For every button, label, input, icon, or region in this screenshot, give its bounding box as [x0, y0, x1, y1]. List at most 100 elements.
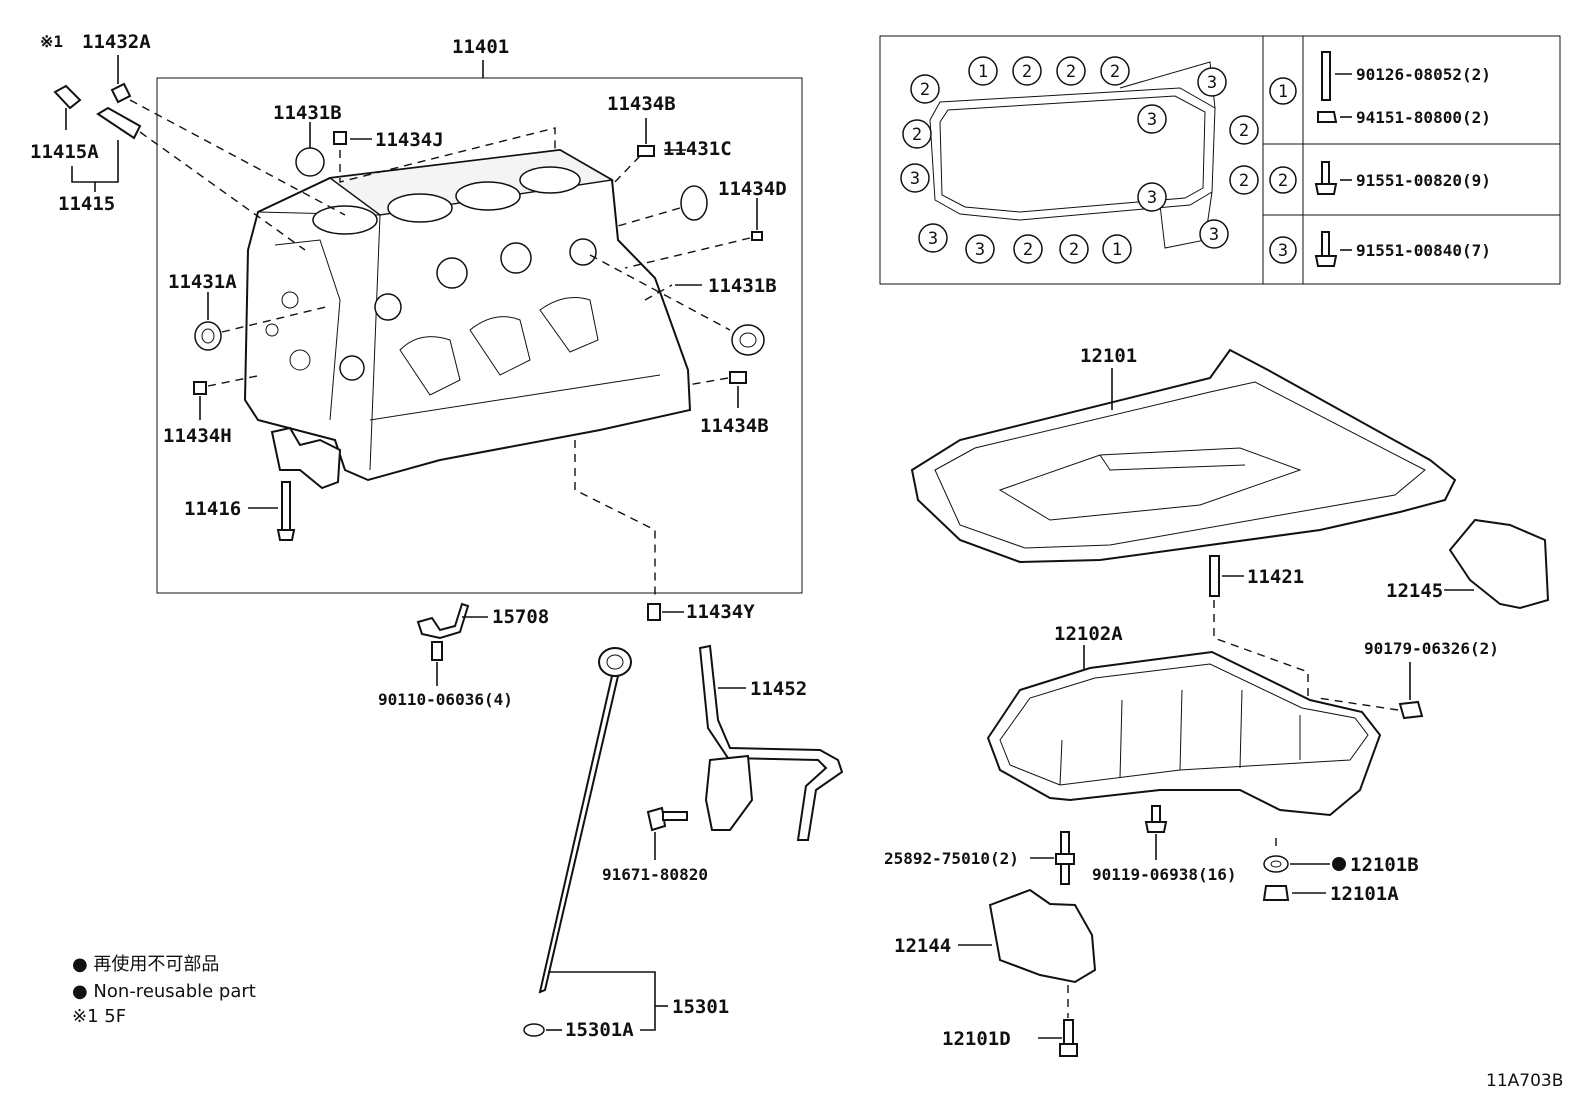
bolt-table-row-3-part-1: 91551-00840(7) — [1356, 241, 1491, 260]
oil-pan-12101-illustration — [910, 348, 1457, 564]
cylinder-block-group-frame — [156, 77, 803, 594]
svg-text:1: 1 — [978, 62, 988, 82]
label-11431C: 11431C — [663, 138, 732, 160]
label-90179: 90179-06326(2) — [1364, 639, 1499, 658]
label-90119: 90119-06938(16) — [1092, 865, 1237, 884]
label-11431B-top: 11431B — [273, 102, 342, 124]
label-91671: 91671-80820 — [602, 865, 708, 884]
part-11432A-illustration — [110, 82, 132, 104]
svg-text:3: 3 — [1147, 110, 1157, 130]
plug-11431B-top — [295, 147, 325, 177]
label-11434J: 11434J — [375, 129, 444, 151]
bolt-table-row-1-num: 1 — [1278, 82, 1288, 102]
svg-text:2: 2 — [1023, 240, 1033, 260]
label-11431A: 11431A — [168, 271, 237, 293]
stud-25892 — [1055, 831, 1075, 885]
baffle-12145-illustration — [1448, 518, 1550, 610]
svg-text:2: 2 — [1069, 240, 1079, 260]
note-marker-1: ※1 — [40, 32, 63, 51]
bearing-cap-illustration — [270, 426, 342, 490]
pattern-circles: 1 2 2 2 2 2 3 3 3 2 2 1 3 3 2 2 3 3 — [900, 56, 1259, 264]
bolt-table-row-1-part-1: 90126-08052(2) — [1356, 65, 1491, 84]
label-11434H: 11434H — [163, 425, 232, 447]
svg-text:2: 2 — [912, 125, 922, 145]
nut-90179 — [1398, 700, 1424, 720]
label-11434Y: 11434Y — [686, 601, 755, 623]
label-11415: 11415 — [58, 193, 115, 215]
label-11434B-top: 11434B — [607, 93, 676, 115]
label-11421: 11421 — [1247, 566, 1304, 588]
non-reusable-dot-icon — [1332, 857, 1346, 871]
legend-note: ※1 5F — [72, 1006, 126, 1027]
pin-11434B-top — [637, 145, 655, 157]
pattern-pan-outline — [929, 87, 1216, 221]
legend: ● 再使用不可部品 ● Non-reusable part ※1 5F — [72, 954, 256, 1027]
label-15301A: 15301A — [565, 1019, 634, 1041]
bolt-11416 — [281, 481, 291, 531]
svg-text:3: 3 — [1209, 225, 1219, 245]
label-11452: 11452 — [750, 678, 807, 700]
svg-text:3: 3 — [1207, 73, 1217, 93]
label-11434B-right: 11434B — [700, 415, 769, 437]
label-11431B-right: 11431B — [708, 275, 777, 297]
bolt-12101D — [1059, 1019, 1078, 1057]
svg-text:2: 2 — [1066, 62, 1076, 82]
plug-12101A — [1262, 885, 1290, 901]
part-11415-illustration — [96, 106, 142, 140]
legend-jp: ● 再使用不可部品 — [72, 954, 219, 975]
svg-text:1: 1 — [1112, 240, 1122, 260]
bolt-table-row-1-part-2: 94151-80800(2) — [1356, 108, 1491, 127]
pin-11434H — [193, 381, 207, 395]
bolt-table-row-2-part-1: 91551-00820(9) — [1356, 171, 1491, 190]
gasket-12101B — [1263, 855, 1289, 873]
cylinder-block-illustration — [243, 148, 692, 482]
label-12101: 12101 — [1080, 345, 1137, 367]
dipstick-15301-illustration — [538, 647, 632, 994]
stud-11421 — [1209, 555, 1220, 597]
pin-11434Y — [647, 603, 661, 621]
svg-text:3: 3 — [928, 229, 938, 249]
svg-text:3: 3 — [910, 169, 920, 189]
pin-11434D — [751, 231, 763, 241]
label-12101B: 12101B — [1350, 854, 1419, 876]
illustration-code: 11A703B — [1486, 1071, 1563, 1091]
label-12101D: 12101D — [942, 1028, 1011, 1050]
label-11416: 11416 — [184, 498, 241, 520]
bolt-pattern-frame — [879, 35, 1561, 285]
svg-text:2: 2 — [1110, 62, 1120, 82]
ring-15301A — [523, 1023, 545, 1037]
svg-text:2: 2 — [1239, 171, 1249, 191]
part-11415A-illustration — [53, 84, 82, 110]
label-90110: 90110-06036(4) — [378, 690, 513, 709]
part-15708-illustration — [416, 602, 470, 640]
bolt-91671 — [646, 806, 688, 832]
label-11415A: 11415A — [30, 141, 99, 163]
label-15301: 15301 — [672, 996, 729, 1018]
svg-text:2: 2 — [1239, 121, 1249, 141]
bolt-90119 — [1144, 805, 1168, 833]
svg-text:3: 3 — [1147, 188, 1157, 208]
bolt-table-row-3-num: 3 — [1278, 241, 1288, 261]
svg-text:2: 2 — [1022, 62, 1032, 82]
label-12144: 12144 — [894, 935, 951, 957]
dipstick-tube-11452-illustration — [698, 644, 844, 841]
label-11434D: 11434D — [718, 178, 787, 200]
label-11401: 11401 — [452, 36, 509, 58]
bolt-table-row-2-num: 2 — [1278, 171, 1288, 191]
svg-text:3: 3 — [975, 240, 985, 260]
pin-11434J — [333, 131, 347, 145]
label-25892: 25892-75010(2) — [884, 849, 1019, 868]
oil-pan-12102A-illustration — [986, 650, 1382, 817]
plug-11431C — [680, 185, 708, 221]
bolt-90110 — [431, 641, 443, 661]
plug-11431A — [194, 321, 222, 351]
pin-11434B-right — [729, 371, 747, 384]
label-12102A: 12102A — [1054, 623, 1123, 645]
plug-11431B-right — [731, 324, 765, 356]
bolt-table: 1 90126-08052(2) 94151-80800(2) 2 91551-… — [1269, 51, 1491, 267]
label-11432A: 11432A — [82, 31, 151, 53]
svg-text:2: 2 — [920, 80, 930, 100]
label-12101A: 12101A — [1330, 883, 1399, 905]
